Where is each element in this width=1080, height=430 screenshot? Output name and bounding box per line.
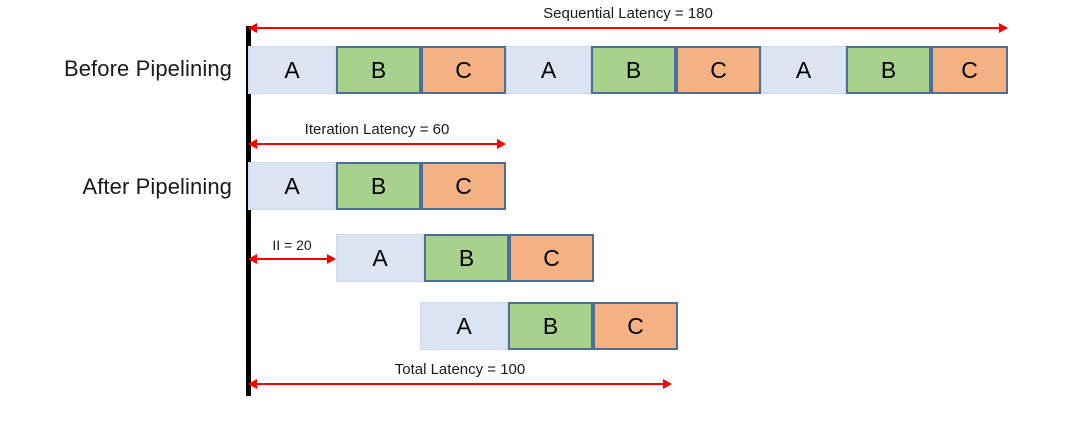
arrowhead-left-icon: [248, 22, 257, 33]
block-a: A: [506, 46, 591, 94]
block-c: C: [421, 46, 506, 94]
arrowhead-right-icon: [327, 253, 336, 264]
arrowhead-right-icon: [497, 138, 506, 149]
block-a: A: [248, 162, 336, 210]
block-c: C: [509, 234, 594, 282]
sequential-latency-caption: Sequential Latency = 180: [543, 5, 713, 22]
arrowhead-left-icon: [248, 253, 257, 264]
block-a: A: [761, 46, 846, 94]
arrow-line: [255, 258, 329, 260]
arrowhead-right-icon: [663, 378, 672, 389]
total-latency-measure: Total Latency = 100: [248, 361, 672, 389]
block-c: C: [931, 46, 1008, 94]
initiation-interval-caption: II = 20: [272, 237, 312, 253]
block-a: A: [420, 302, 508, 350]
block-b: B: [846, 46, 931, 94]
total-latency-caption: Total Latency = 100: [394, 361, 526, 378]
arrowhead-left-icon: [248, 378, 257, 389]
block-b: B: [424, 234, 509, 282]
sequential-latency-measure: Sequential Latency = 180: [248, 5, 1008, 33]
time-axis: [246, 26, 251, 396]
arrowhead-left-icon: [248, 138, 257, 149]
initiation-interval-measure: II = 20: [248, 237, 336, 264]
block-b: B: [508, 302, 593, 350]
iteration-latency-caption: Iteration Latency = 60: [304, 121, 450, 138]
block-b: B: [336, 162, 421, 210]
block-c: C: [593, 302, 678, 350]
row-label-after-pipelining: After Pipelining: [82, 174, 232, 199]
block-b: B: [336, 46, 421, 94]
iteration-latency-measure: Iteration Latency = 60: [248, 121, 506, 149]
arrowhead-right-icon: [999, 22, 1008, 33]
row-label-before-pipelining: Before Pipelining: [63, 56, 232, 81]
block-b: B: [591, 46, 676, 94]
arrow-line: [255, 143, 499, 145]
arrow-line: [255, 383, 665, 385]
arrow-line: [255, 27, 1001, 29]
block-a: A: [248, 46, 336, 94]
block-c: C: [676, 46, 761, 94]
block-a: A: [336, 234, 424, 282]
block-c: C: [421, 162, 506, 210]
